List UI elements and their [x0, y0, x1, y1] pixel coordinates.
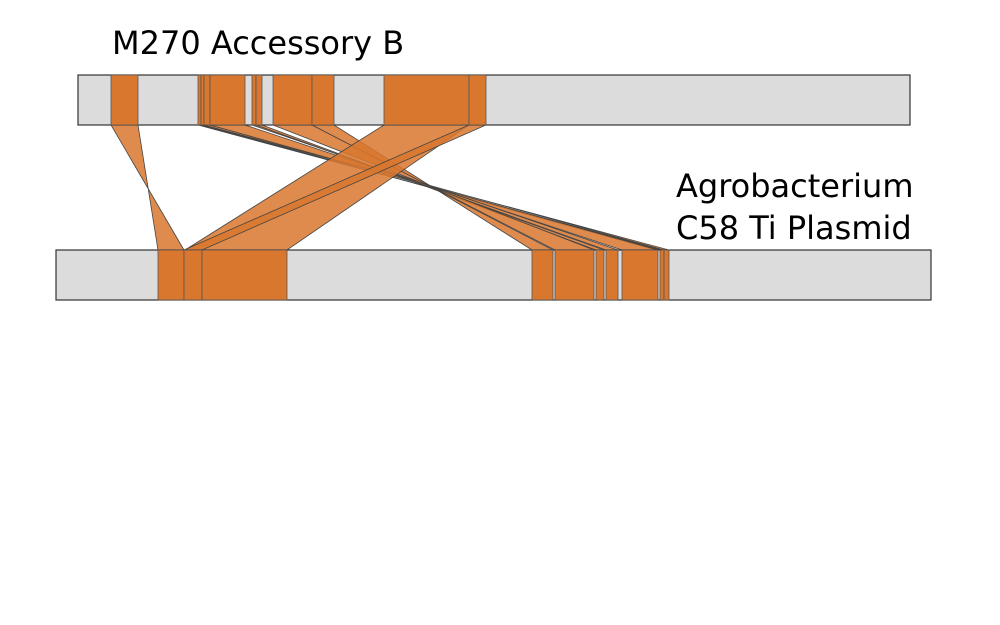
homology-links	[110, 124, 670, 251]
top-track-block	[209, 74, 246, 126]
bottom-track-block	[554, 249, 595, 301]
top-track-block	[311, 74, 335, 126]
bottom-track-block	[531, 249, 554, 301]
bottom-track-blocks	[157, 249, 670, 301]
top-track-block	[255, 74, 263, 126]
bottom-track-label-line1: Agrobacterium	[676, 167, 913, 205]
bottom-track-block	[663, 249, 670, 301]
bottom-track-block	[157, 249, 185, 301]
top-track-blocks	[110, 74, 487, 126]
top-track-block	[272, 74, 313, 126]
top-track-block	[383, 74, 470, 126]
bottom-track-block	[605, 249, 619, 301]
top-track-label: M270 Accessory B	[112, 24, 404, 62]
bottom-track-block	[621, 249, 659, 301]
top-track-block	[468, 74, 487, 126]
top-track-block	[251, 74, 257, 126]
bottom-track-block	[183, 249, 203, 301]
homology-link	[110, 124, 185, 251]
bottom-track-block	[659, 249, 665, 301]
bottom-track-block	[595, 249, 605, 301]
bottom-track-label-line2: C58 Ti Plasmid	[676, 209, 912, 247]
bottom-track-block	[201, 249, 288, 301]
top-track-block	[197, 74, 202, 126]
top-track-block	[203, 74, 211, 126]
top-track-block	[110, 74, 139, 126]
top-track-block	[200, 74, 205, 126]
